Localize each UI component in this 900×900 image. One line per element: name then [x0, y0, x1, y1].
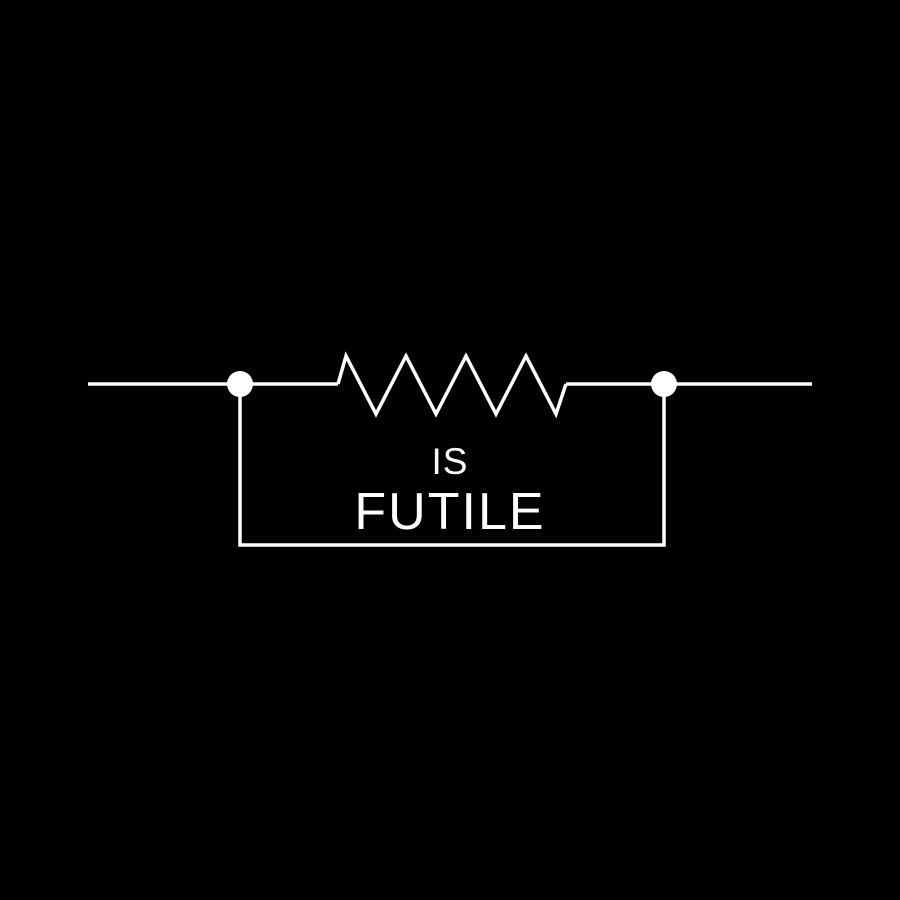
left-junction-node: [227, 371, 253, 397]
short-circuit-bypass-wire: [238, 384, 666, 547]
caption-futile: FUTILE: [354, 483, 545, 541]
right-junction-node: [651, 371, 677, 397]
resistor-symbol: [336, 351, 568, 419]
caption-is: IS: [432, 441, 469, 482]
